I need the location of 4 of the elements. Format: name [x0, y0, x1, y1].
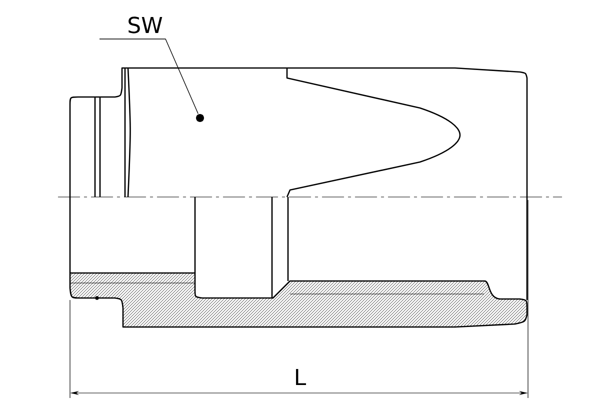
leader-line — [99, 38, 198, 114]
dimension-label: L — [296, 368, 306, 386]
callout-text: SW — [128, 16, 162, 34]
leader-dot — [196, 114, 204, 122]
